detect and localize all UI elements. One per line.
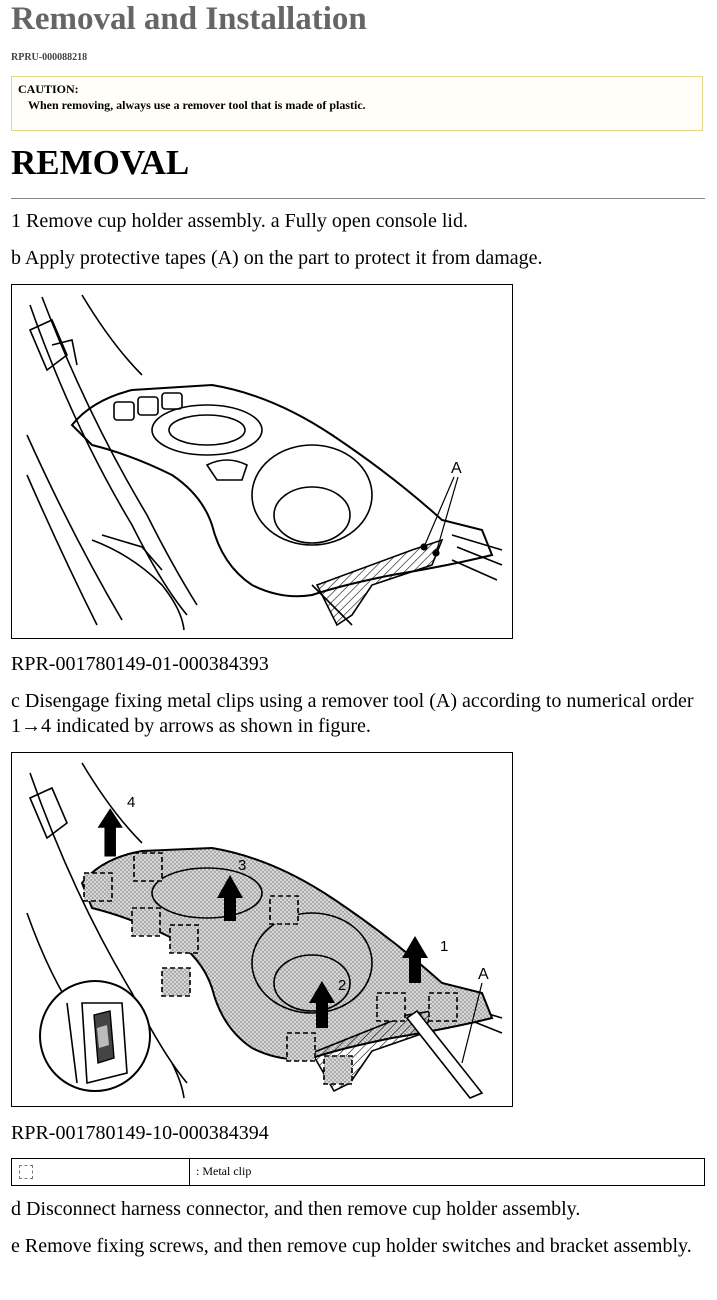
figure-1-caption: RPR-001780149-01-000384393 [11,653,269,675]
order-label-4: 4 [127,794,135,811]
step-e: e Remove fixing screws, and then remove … [11,1235,692,1257]
metal-clip [83,872,113,902]
metal-clip [323,1055,353,1085]
caution-title: CAUTION: [18,82,79,96]
direction-arrows [97,808,428,1028]
legend-text: : Metal clip [196,1164,252,1178]
caution-box: CAUTION: When removing, always use a rem… [11,76,703,131]
protective-tape [315,538,444,627]
step-b: b Apply protective tapes (A) on the part… [11,247,543,269]
page-title: Removal and Installation [11,1,367,37]
order-label-2: 2 [338,977,346,994]
section-divider [11,198,705,199]
legend-symbol-cell [12,1159,190,1185]
metal-clip [161,967,191,997]
label-a: A [478,966,489,983]
clip-detail-inset [39,980,151,1092]
metal-clip [269,895,299,925]
metal-clip [286,1032,316,1062]
order-label-3: 3 [238,857,246,874]
document-id: RPRU-000088218 [11,52,88,63]
label-a: A [451,460,462,477]
metal-clip [133,852,163,882]
figure-protective-tape: A [11,284,513,639]
figure-metal-clips: A 1 2 3 4 [11,752,513,1107]
legend-table: : Metal clip [11,1158,705,1186]
figure-2-caption: RPR-001780149-10-000384394 [11,1122,269,1144]
metal-clip [428,992,458,1022]
caution-text: When removing, always use a remover tool… [28,98,366,112]
section-heading: REMOVAL [11,143,190,182]
step-c: c Disengage fixing metal clips using a r… [11,690,694,737]
dashed-square-icon [19,1165,33,1179]
metal-clip [131,907,161,937]
step-d: d Disconnect harness connector, and then… [11,1198,581,1220]
order-label-1: 1 [440,938,448,955]
console-illustration-1: A [26,294,503,631]
console-illustration-2: A 1 2 3 4 [26,762,503,1099]
metal-clip [376,992,406,1022]
step-1: 1 Remove cup holder assembly. a Fully op… [11,210,468,232]
metal-clip [169,924,199,954]
